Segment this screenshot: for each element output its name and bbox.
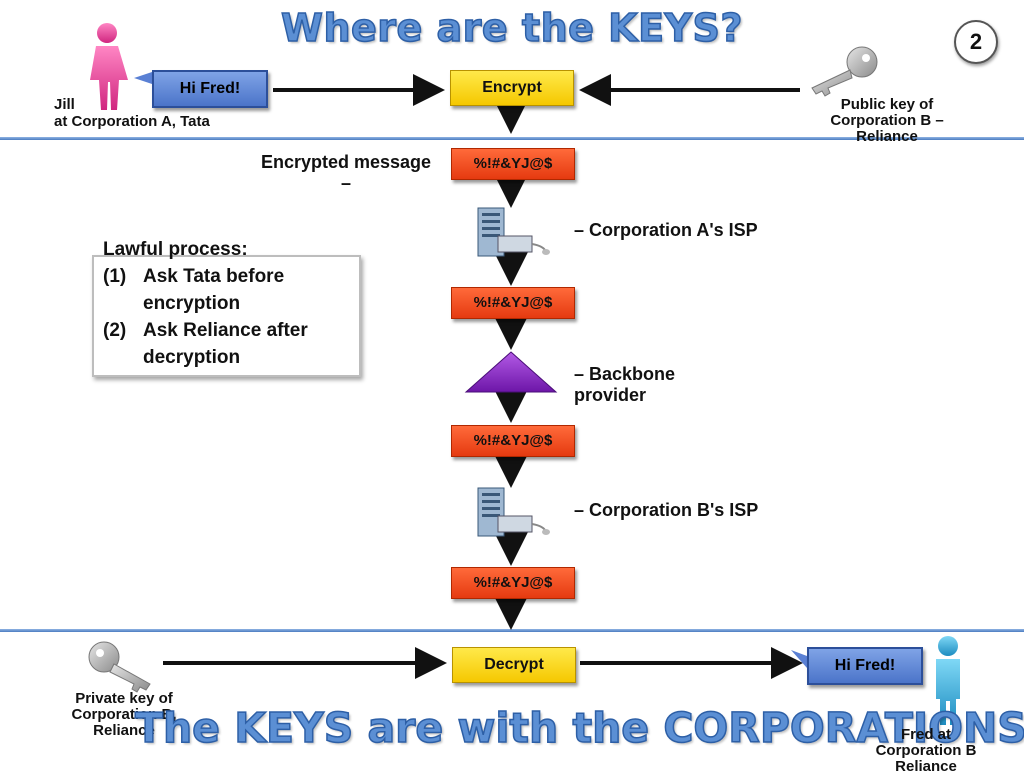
encrypted-message-label: Encrypted message – <box>260 152 432 193</box>
ciphertext-box-3: %!#&YJ@$ <box>451 425 575 457</box>
public-key-icon <box>811 46 878 97</box>
fred-person-icon <box>936 636 960 725</box>
server-icon-corp-b <box>477 487 550 537</box>
bottom-divider <box>0 629 1024 632</box>
isp-b-label: – Corporation B's ISP <box>574 500 759 520</box>
lawful-process-text: Lawful process: (1)Ask Tata before encry… <box>103 236 308 371</box>
lawful-process-box <box>92 255 361 377</box>
bubble-tail-icon <box>134 72 152 84</box>
jill-label: Jill at Corporation A, Tata <box>54 96 210 130</box>
slide-number-badge: 2 <box>954 20 998 64</box>
decrypt-box: Decrypt <box>452 647 576 683</box>
private-key-label: Private key of Corporation B, Reliance <box>71 690 177 739</box>
jill-person-icon <box>90 23 128 110</box>
bottom-title: The KEYS are with the CORPORATIONS <box>134 703 1024 753</box>
top-divider <box>0 137 1024 140</box>
isp-a-label: – Corporation A's ISP <box>574 220 758 240</box>
lawful-process-heading: Lawful process: <box>103 239 248 260</box>
ciphertext-box-1: %!#&YJ@$ <box>451 148 575 180</box>
bubble-tail-icon <box>791 650 807 668</box>
public-key-label: Public key of Corporation B – Reliance <box>830 96 944 145</box>
server-icon-corp-a <box>477 207 550 257</box>
encrypt-box: Encrypt <box>450 70 574 106</box>
backbone-label: – Backbone provider <box>574 364 676 405</box>
backbone-triangle-icon <box>464 351 558 393</box>
ciphertext-box-4: %!#&YJ@$ <box>451 567 575 599</box>
jill-speech-bubble: Hi Fred! <box>152 70 268 108</box>
fred-speech-bubble: Hi Fred! <box>807 647 923 685</box>
ciphertext-box-2: %!#&YJ@$ <box>451 287 575 319</box>
slide-title: Where are the KEYS? <box>280 5 743 51</box>
private-key-icon <box>88 641 151 693</box>
